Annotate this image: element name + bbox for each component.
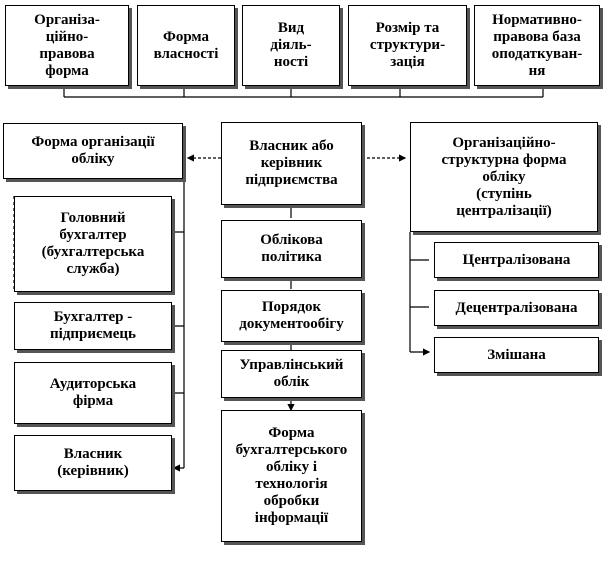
center-owner-box: Власник або керівник підприємства xyxy=(221,122,362,205)
top-box-ownership-form: Форма власності xyxy=(137,5,235,86)
left-branch-arrows xyxy=(174,231,184,468)
top-bus-line xyxy=(63,86,544,98)
right-item-decentralized: Децентралізована xyxy=(434,290,599,326)
top-box-activity-type: Вид діяль- ності xyxy=(242,5,340,86)
center-item-accounting-policy: Облікова політика xyxy=(221,220,362,278)
top-box-size-structure: Розмір та структури- зація xyxy=(348,5,467,86)
top-box-tax-base: Нормативно- правова база оподаткуван- ня xyxy=(474,5,600,86)
center-item-accounting-form: Форма бухгалтерського обліку і технологі… xyxy=(221,410,362,542)
center-item-document-flow: Порядок документообігу xyxy=(221,290,362,342)
left-item-owner-manager: Власник (керівник) xyxy=(14,435,172,491)
right-branch-arrows xyxy=(410,259,429,352)
left-item-chief-accountant: Головний бухгалтер (бухгалтерська служба… xyxy=(14,196,172,292)
right-item-centralized: Централізована xyxy=(434,242,599,278)
right-item-mixed: Змішана xyxy=(434,337,599,373)
left-item-audit-firm: Аудиторська фірма xyxy=(14,362,172,424)
left-item-accountant-entrepreneur: Бухгалтер - підприємець xyxy=(14,302,172,350)
center-item-management-accounting: Управлінський облік xyxy=(221,350,362,398)
left-header-accounting-organization-form: Форма організації обліку xyxy=(3,123,183,179)
right-header-structural-form: Організаційно- структурна форма обліку (… xyxy=(410,122,598,232)
top-box-legal-form: Організа- ційно- правова форма xyxy=(5,5,129,86)
